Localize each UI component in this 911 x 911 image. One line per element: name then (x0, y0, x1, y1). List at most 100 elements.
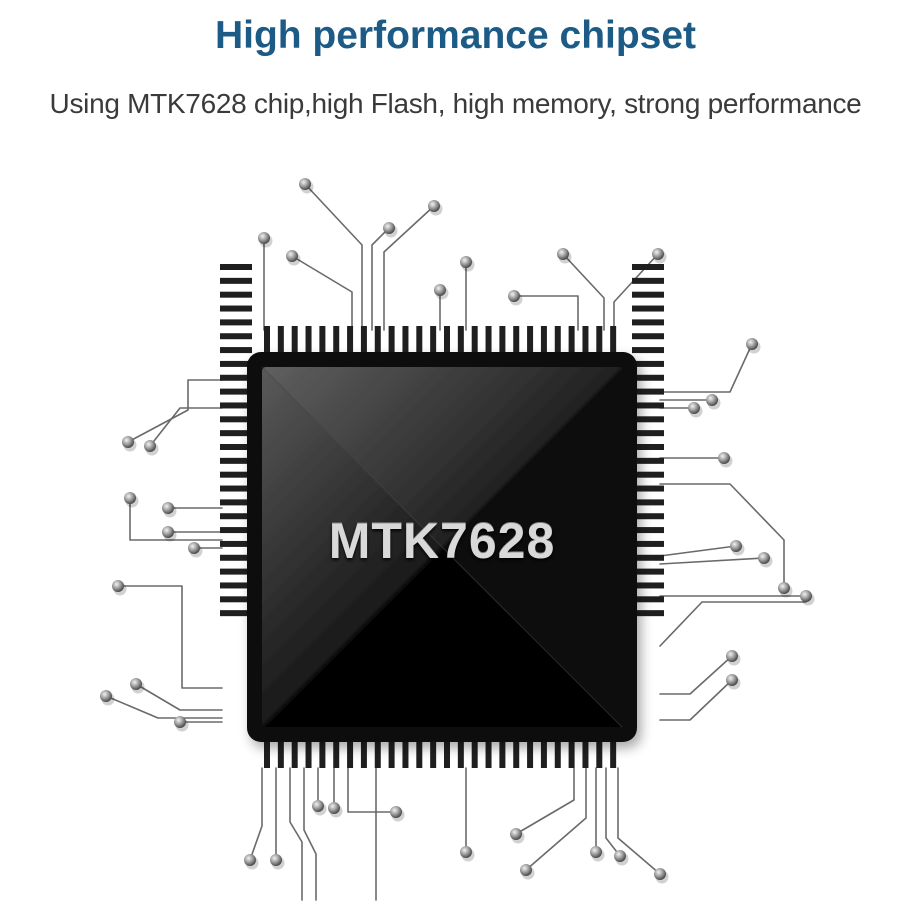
trace-node (746, 338, 758, 350)
chip-pin (220, 540, 252, 547)
trace-node (726, 674, 738, 686)
trace-node (100, 690, 112, 702)
chip-pin (430, 736, 437, 768)
chip-pin (347, 736, 354, 768)
chip-pin (527, 736, 534, 768)
chip-pin (632, 430, 664, 437)
chip-pin (220, 277, 252, 284)
chip-pin (632, 527, 664, 534)
trace-node (244, 854, 256, 866)
trace-node (124, 492, 136, 504)
chip-pin (444, 326, 450, 358)
chip-pin (220, 430, 252, 437)
chip-pin (568, 736, 575, 768)
trace-node (299, 178, 311, 190)
chip-pin (527, 326, 534, 358)
trace-node (730, 540, 742, 552)
chip-pin (264, 326, 270, 358)
chip-pin (632, 568, 664, 575)
trace-node (778, 582, 790, 594)
trace-node (590, 846, 602, 858)
chip-pin (632, 596, 664, 603)
chip-pin (220, 291, 252, 298)
chip-pin (632, 610, 664, 617)
chip-pin (632, 582, 664, 589)
chip-pin (632, 305, 664, 312)
chip-pin (632, 347, 664, 354)
chip-pin (513, 736, 520, 768)
chip-pin (220, 499, 252, 506)
chip-pin (471, 326, 478, 358)
chip-pin (457, 736, 464, 768)
chip-pin (444, 736, 450, 768)
chip-pin (596, 736, 603, 768)
page-title: High performance chipset (214, 14, 697, 57)
chip-pin (513, 326, 520, 358)
chip-pin (220, 471, 252, 478)
chip-pin (568, 326, 575, 358)
chip-pin (220, 610, 252, 617)
trace-node (112, 580, 124, 592)
chip-label: MTK7628 (328, 513, 556, 569)
chip-pin (388, 736, 395, 768)
chip-pin (220, 596, 252, 603)
trace-nodes (100, 178, 815, 884)
chip-pin (499, 736, 506, 768)
trace-node (557, 248, 569, 260)
trace-node (258, 232, 270, 244)
chip-pin (632, 388, 664, 395)
chip-pin (632, 444, 664, 450)
chip-pin (402, 326, 409, 358)
chip-pin (402, 736, 409, 768)
chip-pin (540, 736, 547, 768)
chip-pin (632, 485, 664, 492)
chip-pin (632, 554, 664, 561)
chip-pin (388, 326, 395, 358)
chip-pin (632, 513, 664, 520)
chip-pin (220, 444, 252, 450)
chip-pin (582, 326, 589, 358)
chip-pin (632, 264, 664, 270)
chip-pin (632, 471, 664, 478)
chip-pin (374, 736, 381, 768)
trace-node (758, 552, 770, 564)
chip-pin (220, 582, 252, 589)
chip-pin (596, 326, 603, 358)
chip-pin (610, 326, 617, 358)
trace-node (428, 200, 440, 212)
trace-node (652, 248, 664, 260)
chip-pin (632, 416, 664, 423)
chip-pin (540, 326, 547, 358)
chip-pin (319, 736, 326, 768)
chip-pin (499, 326, 506, 358)
chip-pin (554, 736, 561, 768)
trace-node (718, 452, 730, 464)
chip-pin (374, 326, 381, 358)
chip-pin (220, 305, 252, 312)
chip-pin (220, 527, 252, 534)
trace-node (706, 394, 718, 406)
chip-pin (632, 457, 664, 464)
chip-pins (220, 264, 664, 768)
trace-node (434, 284, 446, 296)
chip-pin (305, 326, 312, 358)
chip-pin (632, 360, 664, 367)
chip-pin (632, 402, 664, 409)
chip-pin (632, 333, 664, 340)
trace-node (510, 828, 522, 840)
trace-node (130, 678, 142, 690)
trace-node (520, 864, 532, 876)
chip-pin (485, 326, 492, 358)
trace-node (162, 502, 174, 514)
chip-pin (220, 402, 252, 409)
chip-pin (632, 499, 664, 506)
page-subtitle: Using MTK7628 chip,high Flash, high memo… (49, 88, 862, 119)
chip-pin (360, 736, 367, 768)
chip-pin (485, 736, 492, 768)
chip-pin (291, 736, 298, 768)
chip-pin (333, 326, 340, 358)
trace-node (654, 868, 666, 880)
trace-node (800, 590, 812, 602)
chip-pin (220, 388, 252, 395)
